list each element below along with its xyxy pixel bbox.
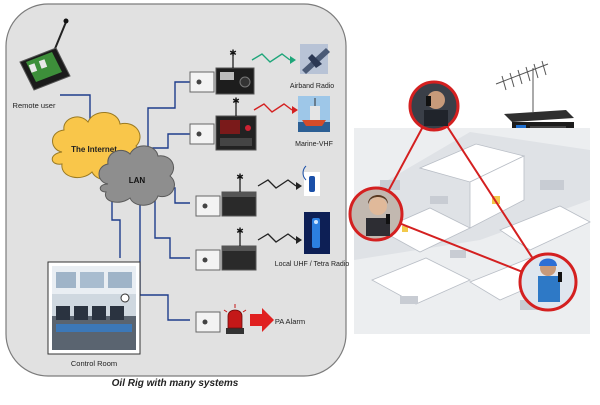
link-lan-uhf [154,198,190,259]
control-room-photo [47,261,141,355]
aircraft-icon [300,44,330,74]
lan-label: LAN [129,176,146,185]
lan-cloud [98,145,175,206]
marine-label: Marine-VHF [295,141,333,148]
radio-handset-icon [302,165,320,196]
remote-user-label: Remote user [13,101,56,110]
yagi-antenna-icon [495,60,549,112]
facility-coverage-scene [348,60,591,334]
antenna-icon: ✱ [236,172,244,182]
radio-user-top [408,80,460,132]
radio-link-uhf [257,233,297,243]
radio-user-left [348,186,404,242]
radio-gateway-airband: ✱ [189,48,255,95]
pa-label: PA Alarm [275,317,305,326]
radio-link-arrow [296,182,302,190]
radio-link-arrow [296,236,302,244]
radio-gateway-3: ✱ [195,172,257,217]
link-lan-control [111,196,121,258]
antenna-icon: ✱ [236,226,244,236]
radio-gateway-pa [195,311,221,333]
radio-user-right [518,252,578,312]
radio-gateway-marine: ✱ [189,96,257,151]
antenna-icon: ✱ [229,48,237,58]
arrow-right-icon [250,308,274,332]
link-remote-internet [60,94,91,122]
radio-link-marine [253,103,293,113]
radio-gateway-uhf: ✱ [195,226,257,271]
radio-link-airband [251,53,291,63]
siren-icon [223,304,247,334]
coverage-lines [374,105,551,285]
internet-label: The Internet [71,145,117,154]
radio-link-3 [257,179,297,189]
control-room-label: Control Room [71,359,117,368]
airband-label: Airband Radio [290,83,334,90]
uhf-label: Local UHF / Tetra Radio [275,261,350,268]
desktop-intercom-icon [19,18,71,91]
ship-icon [298,96,330,132]
antenna-icon: ✱ [232,96,240,106]
radio-link-arrow [290,56,296,64]
radio-link-arrow [292,106,298,114]
radio-handset-icon [304,212,330,254]
link-lan-airband [147,81,190,148]
figure-caption: Oil Rig with many systems [111,378,239,389]
